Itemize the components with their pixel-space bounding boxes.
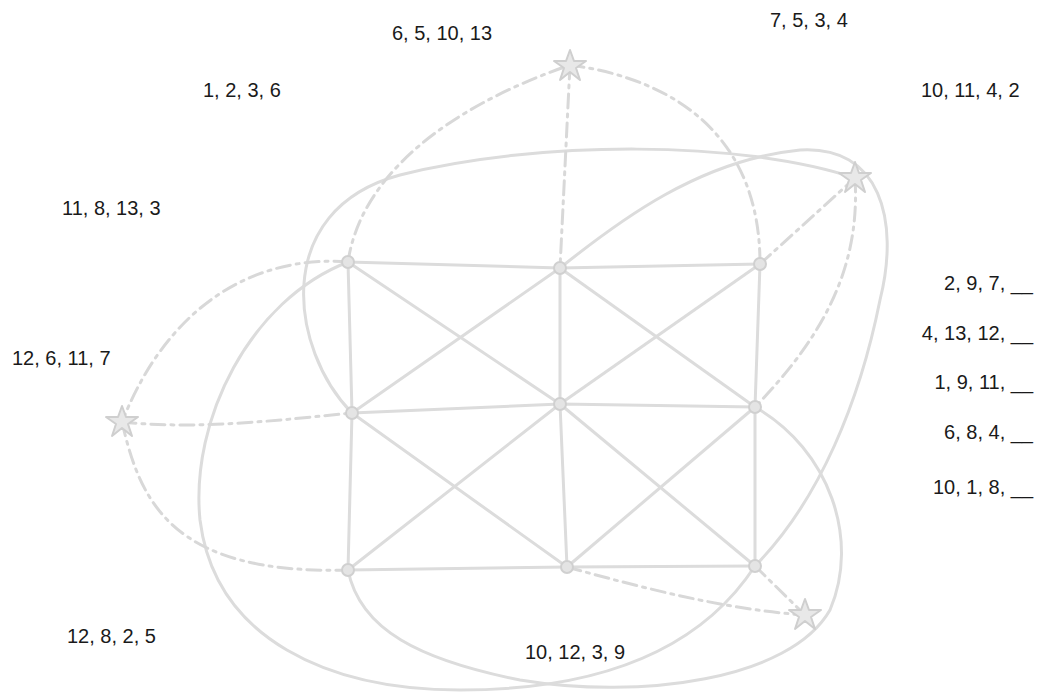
number-sequence: 12, 8, 2, 5 <box>67 626 156 646</box>
number-sequence: 11, 8, 13, 3 <box>62 198 161 218</box>
number-sequence: 6, 5, 10, 13 <box>392 23 492 43</box>
number-sequence: 10, 11, 4, 2 <box>921 80 1020 100</box>
number-sequence: 7, 5, 3, 4 <box>770 10 848 30</box>
number-sequence: 1, 9, 11, __ <box>934 372 1033 392</box>
number-sequence: 2, 9, 7, __ <box>944 273 1033 293</box>
number-sequence: 10, 12, 3, 9 <box>525 642 625 662</box>
number-sequence: 12, 6, 11, 7 <box>12 348 111 368</box>
number-sequence: 6, 8, 4, __ <box>944 422 1033 442</box>
number-sequence: 4, 13, 12, __ <box>922 323 1033 343</box>
number-sequence: 10, 1, 8, __ <box>933 477 1033 497</box>
number-sequence: 1, 2, 3, 6 <box>203 80 281 100</box>
